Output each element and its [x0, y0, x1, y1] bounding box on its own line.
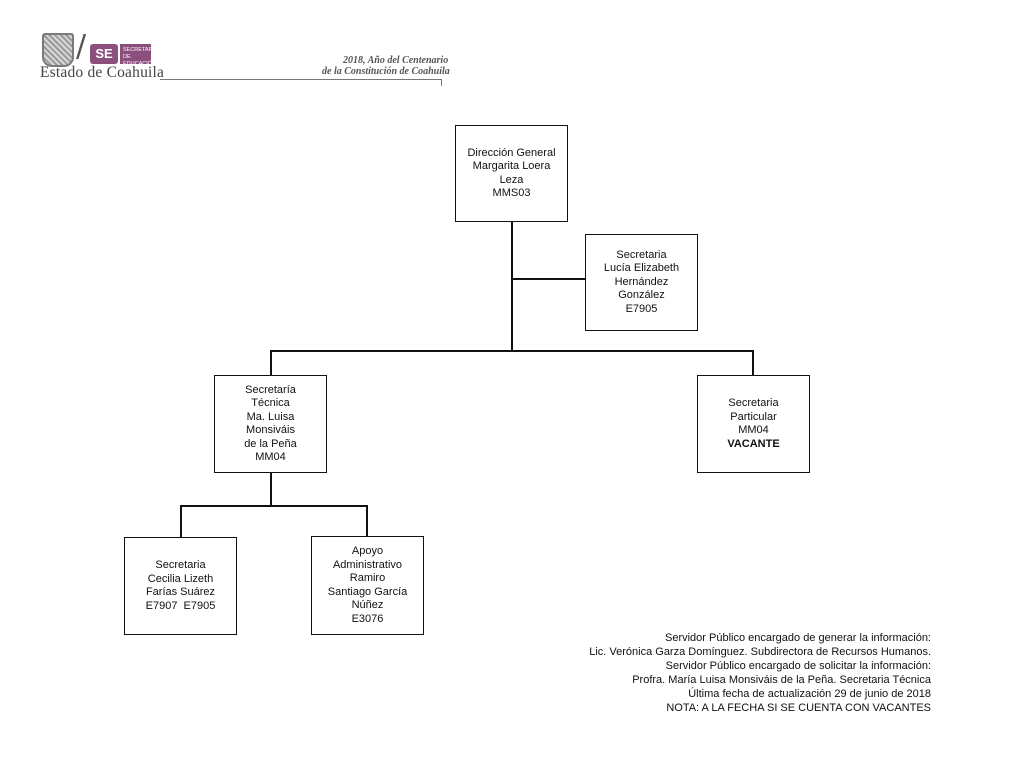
node-technical-secretary: Secretaría Técnica Ma. Luisa Monsiváis d… [214, 375, 327, 473]
footer-notes: Servidor Público encargado de generar la… [589, 631, 931, 715]
node-line: Dirección General [467, 146, 556, 159]
connector-level2-bar [270, 350, 754, 352]
node-line: Técnica [251, 397, 290, 409]
header-rule [160, 79, 441, 80]
node-line: Secretaria [728, 397, 779, 409]
node-director-general: Dirección General Margarita Loera Leza M… [455, 125, 568, 222]
node-line: Farías Suárez [145, 586, 216, 598]
node-line: MM04 [738, 424, 769, 436]
node-line: E3076 [351, 612, 384, 625]
node-line: Secretaria [155, 559, 206, 571]
header-rule-tick [441, 79, 442, 86]
node-line: Santiago García [327, 585, 408, 598]
node-secretary-director: Secretaria Lucía Elizabeth Hernández Gon… [585, 234, 698, 331]
footer-line: Profra. María Luisa Monsiváis de la Peña… [632, 674, 931, 686]
motto-line-1: 2018, Año del Centenario [343, 55, 449, 66]
state-name: Estado de Coahuila [40, 64, 165, 81]
node-line: Lucía Elizabeth [603, 262, 680, 275]
node-line: Secretaria [616, 248, 667, 261]
vacant-status: VACANTE [727, 437, 780, 450]
node-line: González [618, 289, 665, 302]
se-logo-name: SECRETARÍA DE EDUCACIÓN [120, 44, 151, 64]
connector-to-admin-support [366, 505, 368, 537]
motto-line-2: de la Constitución de Coahuila [322, 66, 450, 77]
connector-to-secretary-tech [180, 505, 182, 538]
node-admin-support: Apoyo Administrativo Ramiro Santiago Gar… [311, 536, 424, 635]
footer-line: Servidor Público encargado de solicitar … [665, 660, 931, 672]
connector-to-private [752, 350, 754, 376]
node-secretary-technical-office: Secretaria Cecilia Lizeth Farías Suárez … [124, 537, 237, 635]
state-seal-logo [42, 33, 74, 67]
node-line: Particular [730, 410, 777, 423]
connector-technical-trunk [270, 472, 272, 506]
node-line: Leza [499, 173, 524, 186]
node-line: Ma. Luisa [246, 410, 295, 423]
connector-level3-bar [180, 505, 368, 507]
node-private-secretary: Secretaria Particular MM04 VACANTE [697, 375, 810, 473]
footer-line: Última fecha de actualización 29 de juni… [688, 688, 931, 700]
node-line: Ramiro [349, 572, 386, 584]
footer-line: Servidor Público encargado de generar la… [665, 632, 931, 644]
node-line: de la Peña [244, 437, 297, 450]
node-line: Apoyo [351, 545, 384, 557]
footer-line: Lic. Verónica Garza Domínguez. Subdirect… [589, 646, 931, 658]
node-line: E7905 [625, 302, 658, 315]
footer-note: NOTA: A LA FECHA SI SE CUENTA CON VACANT… [666, 702, 931, 714]
node-line: Margarita Loera [472, 160, 551, 172]
se-logo: SE [90, 44, 118, 64]
node-line: Cecilia Lizeth [147, 572, 214, 585]
node-line: E7907 E7905 [145, 599, 216, 612]
node-line: Secretaría [245, 383, 296, 396]
node-line: Monsiváis [246, 424, 295, 436]
logo-divider: / [76, 29, 87, 64]
node-line: MMS03 [492, 187, 531, 199]
node-line: Administrativo [332, 558, 403, 571]
connector-director-trunk [511, 221, 513, 351]
node-line: Núñez [351, 599, 384, 611]
node-line: Hernández [614, 275, 669, 288]
connector-to-technical [270, 350, 272, 376]
connector-director-secretary [512, 278, 586, 280]
node-line: MM04 [255, 451, 286, 463]
